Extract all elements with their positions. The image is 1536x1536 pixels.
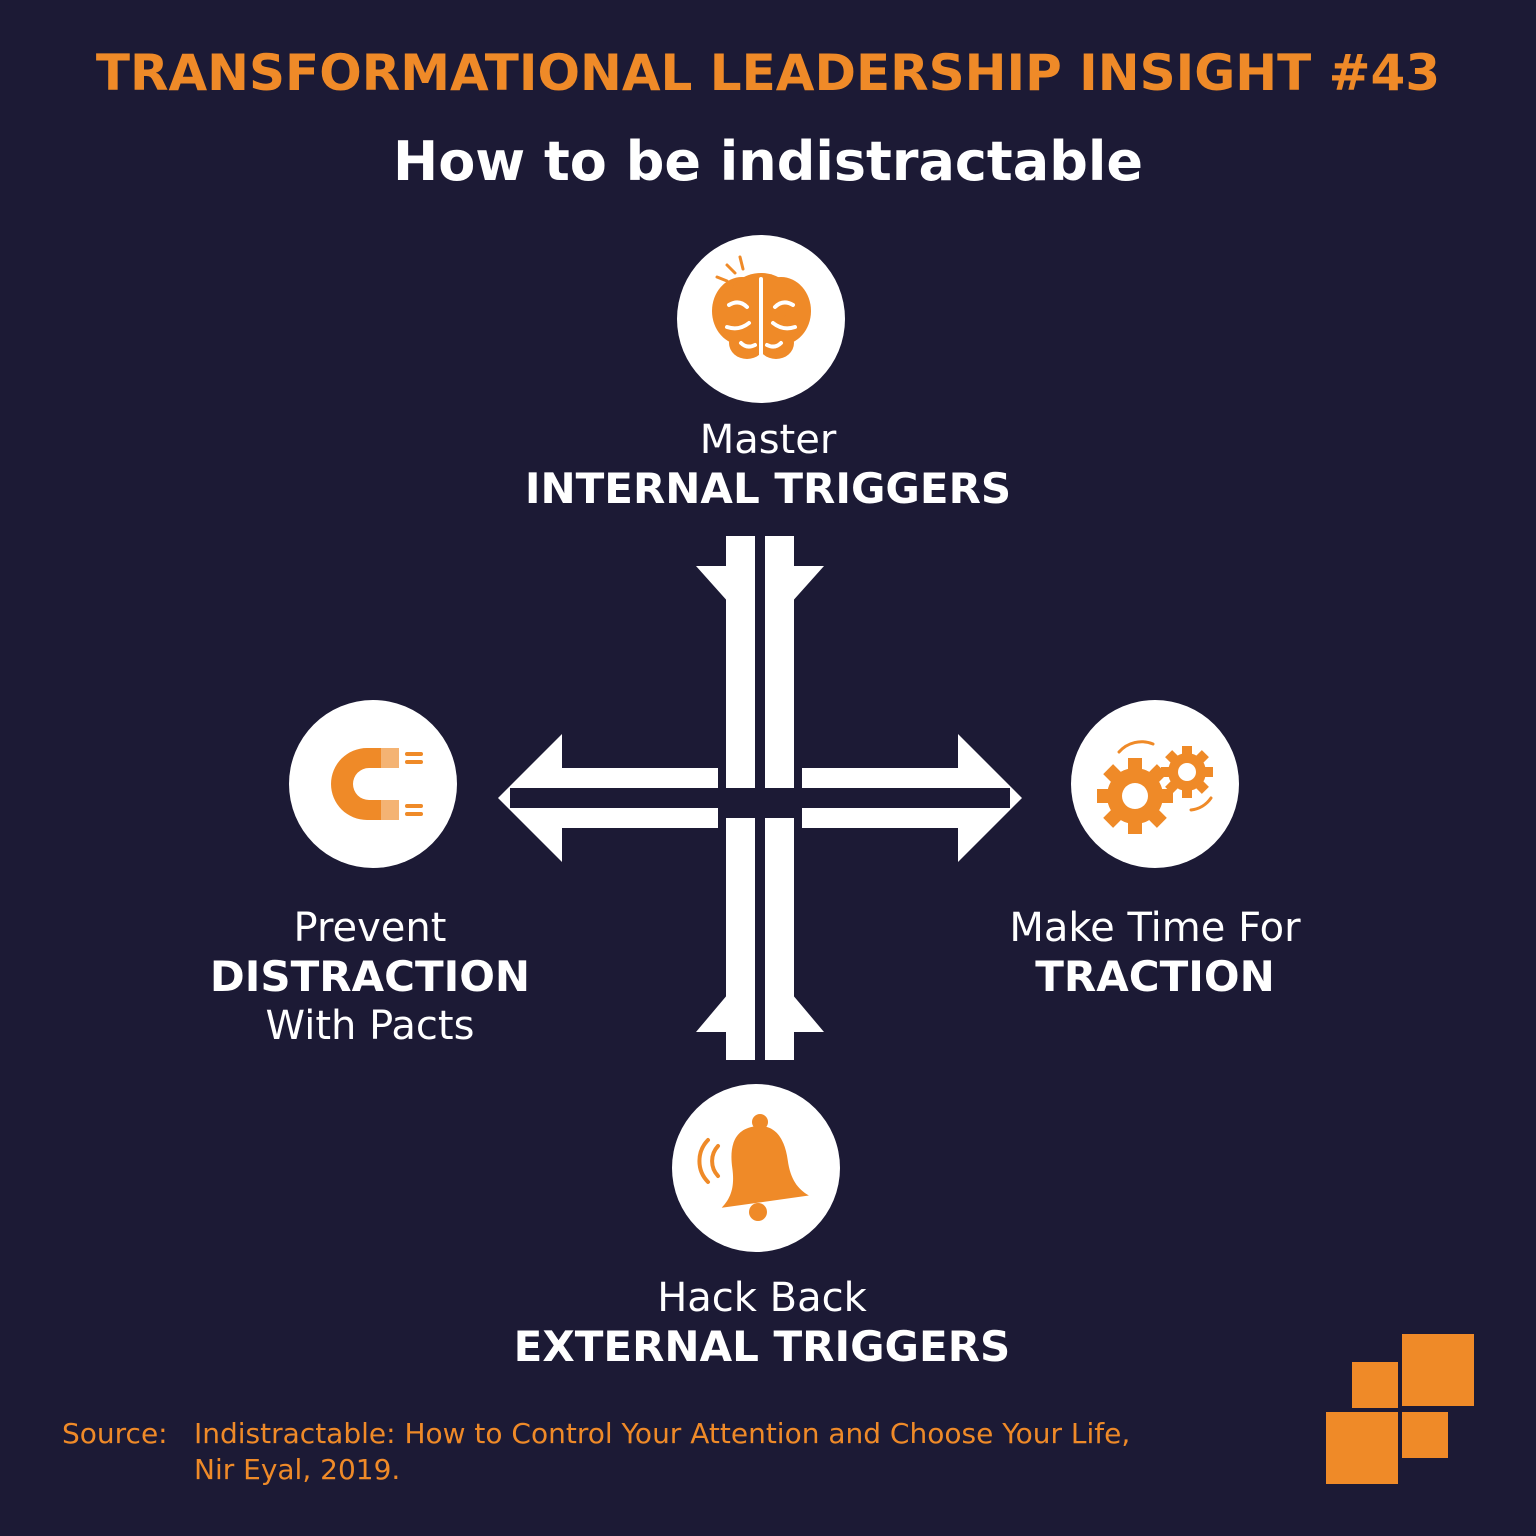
arrow-up-right bbox=[765, 962, 824, 1060]
page-title: TRANSFORMATIONAL LEADERSHIP INSIGHT #43 bbox=[95, 44, 1441, 102]
distraction-circle bbox=[289, 700, 457, 868]
distraction-suffix: With Pacts bbox=[265, 1003, 475, 1050]
external-triggers-label: Hack Back EXTERNAL TRIGGERS bbox=[462, 1274, 1062, 1372]
external-triggers-title: EXTERNAL TRIGGERS bbox=[513, 1322, 1011, 1371]
distraction-verb: Prevent bbox=[293, 905, 447, 951]
source-citation: Source: Indistractable: How to Control Yo… bbox=[62, 1416, 1130, 1489]
arrow-left bbox=[498, 734, 718, 862]
internal-triggers-title: INTERNAL TRIGGERS bbox=[524, 464, 1012, 513]
internal-triggers-verb: Master bbox=[699, 417, 837, 463]
source-line-2: Nir Eyal, 2019. bbox=[194, 1453, 401, 1487]
traction-title: TRACTION bbox=[1035, 952, 1275, 1001]
arrow-up-left bbox=[696, 962, 755, 1060]
gears-icon bbox=[1097, 740, 1213, 834]
brain-icon bbox=[712, 255, 811, 359]
brand-logo-icon bbox=[1326, 1334, 1474, 1484]
traction-label: Make Time For TRACTION bbox=[930, 904, 1380, 1002]
source-label: Source: bbox=[62, 1417, 168, 1450]
distraction-label: Prevent DISTRACTION With Pacts bbox=[120, 904, 620, 1050]
distraction-title: DISTRACTION bbox=[209, 952, 531, 1001]
traction-verb: Make Time For bbox=[1009, 905, 1301, 951]
external-triggers-circle bbox=[672, 1084, 840, 1252]
source-line-1: Indistractable: How to Control Your Atte… bbox=[194, 1417, 1131, 1450]
external-triggers-verb: Hack Back bbox=[657, 1275, 867, 1321]
traction-circle bbox=[1071, 700, 1239, 868]
page-subtitle: How to be indistractable bbox=[393, 130, 1143, 193]
arrow-right bbox=[802, 734, 1022, 862]
bell-icon bbox=[697, 1114, 809, 1221]
internal-triggers-circle bbox=[677, 235, 845, 403]
internal-triggers-label: Master INTERNAL TRIGGERS bbox=[468, 416, 1068, 514]
magnet-icon bbox=[331, 748, 423, 820]
